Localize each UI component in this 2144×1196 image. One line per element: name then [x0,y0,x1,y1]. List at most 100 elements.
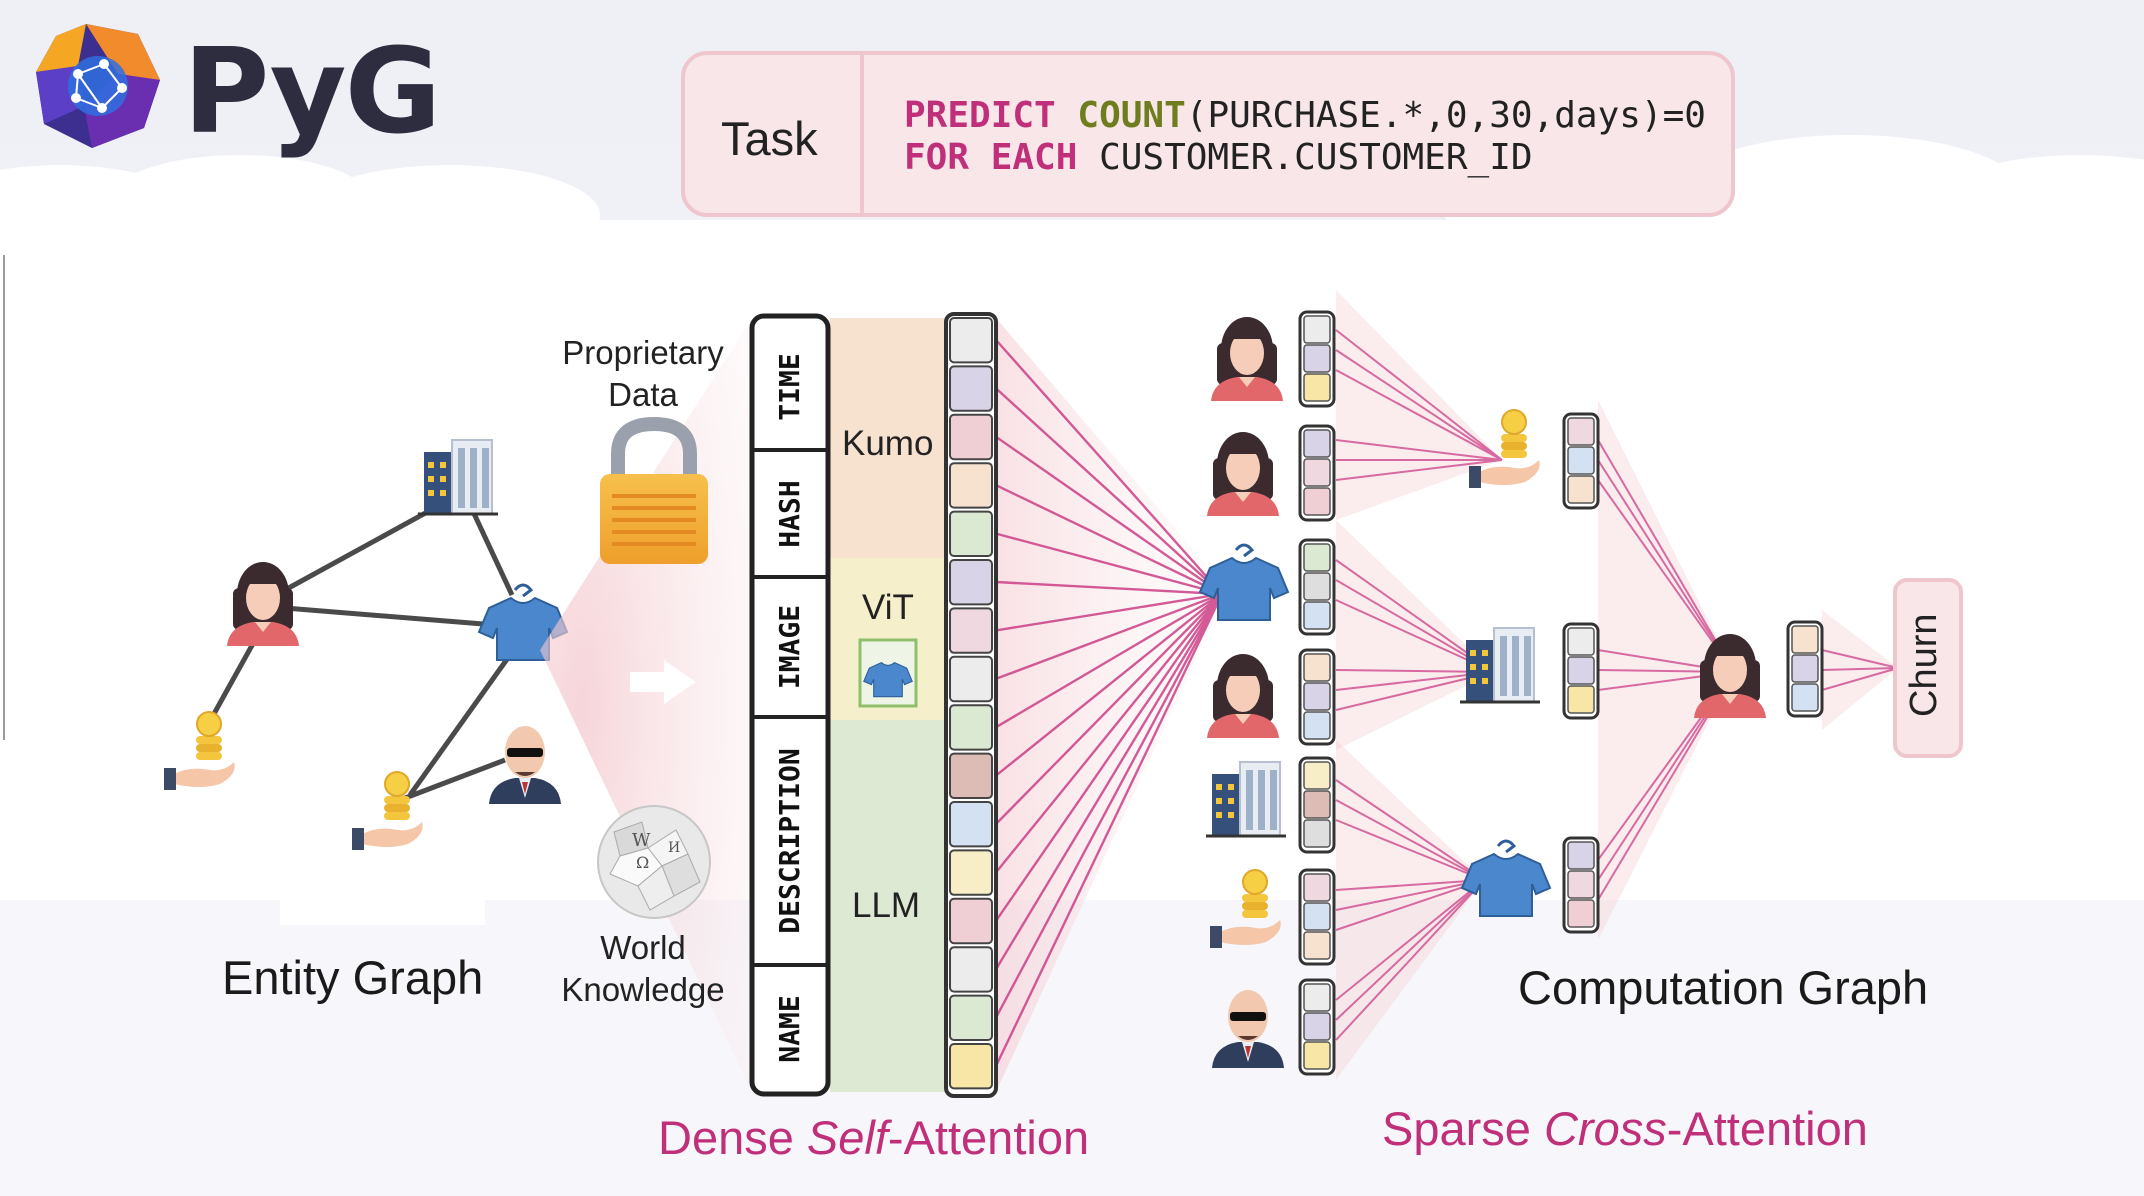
dense-attention-line [995,593,1223,825]
vector-cell [1303,344,1331,373]
vector-cell [1567,841,1595,870]
vector-cell [1567,899,1595,928]
churn-box [1893,578,1963,758]
vector-cell [1567,627,1595,656]
vector-cell [1791,683,1819,712]
proprietary-data-label: Proprietary Data [562,334,724,413]
dense-attention-line [995,435,1223,595]
node-embedding-vector [1562,836,1600,934]
node-embedding-vector [1298,538,1336,636]
svg-text:W: W [632,830,651,851]
vector-cell [1303,983,1331,1012]
vector-cell [1303,711,1331,740]
vector-cell [1567,685,1595,714]
vector-cell [1303,902,1331,931]
caption-italic: Self [806,1111,888,1164]
dense-attention-line [995,484,1223,596]
column-label-description: DESCRIPTION [773,748,806,934]
node-embedding-vector [1298,756,1336,854]
vector-cell [1303,458,1331,487]
embedding-cell [949,607,993,654]
keyword-count: COUNT [1077,95,1186,136]
caption-part: -Attention [1666,1102,1868,1155]
embedding-cell [949,849,993,896]
dense-attention-line [995,592,1223,632]
column-stack [749,313,831,1097]
encoder-label-kumo: Kumo [842,424,934,463]
vector-cell [1791,654,1819,683]
embedding-cell [949,462,993,509]
sparse-attention-line [1821,667,1899,671]
vector-cell [1791,625,1819,654]
vector-cell [1303,1041,1331,1070]
vector-cell [1303,601,1331,630]
churn-label: Churn [1903,613,1945,718]
dense-attention-line [995,339,1223,595]
sparse-attention-line [1597,479,1735,673]
node-embedding-vector [1786,620,1824,718]
vector-cell [1567,870,1595,899]
sparse-attention-line [1335,439,1503,461]
vector-cell [1303,429,1331,458]
node-embedding-vector [1298,978,1336,1076]
sparse-attention-line [1335,819,1485,881]
node-embedding-vector [1562,622,1600,720]
dense-attention-line [995,387,1223,595]
encoder-label-vit: ViT [862,588,914,627]
dense-attention-line [995,592,1223,680]
sparse-attention-line [1335,329,1503,461]
attention-fan [1336,740,1484,1080]
task-box: Task PREDICT COUNT(PURCHASE.*,0,30,days)… [681,51,1735,217]
task-query-line-2: FOR EACH CUSTOMER.CUSTOMER_ID [904,137,1533,178]
caption-backdrop [280,875,485,925]
task-divider [860,55,864,213]
embedding-cell [949,994,993,1041]
sparse-attention-line [1335,879,1485,911]
vector-cell [1303,653,1331,682]
computation-graph-caption: Computation Graph [1518,961,1929,1014]
sparse-attention-line [1335,459,1503,481]
task-query-line-1: PREDICT COUNT(PURCHASE.*,0,30,days)=0 [904,95,1706,136]
caption-italic: Cross [1543,1102,1667,1155]
vector-cell [1567,446,1595,475]
caption-part: Dense [658,1111,807,1164]
vit-image-icon [858,638,918,708]
dense-attention-line [995,593,1223,777]
embedding-cell [949,1043,993,1090]
dense-attention-line [995,593,1223,874]
sparse-attention-line [1335,879,1485,931]
embedding-cell [949,559,993,606]
node-embedding-vector [1562,412,1600,510]
sparse-cross-attention-caption: Sparse Cross-Attention [1382,1101,1868,1156]
node-embedding-vector [1298,424,1336,522]
vector-cell [1303,373,1331,402]
caption-part: -Attention [887,1111,1090,1164]
query-entity: CUSTOMER.CUSTOMER_ID [1077,137,1533,178]
keyword-for-each: FOR EACH [904,137,1078,178]
sparse-attention-line [1335,349,1503,461]
dense-self-attention-caption: Dense Self-Attention [658,1110,1089,1165]
vector-cell [1303,873,1331,902]
caption-part: Sparse [1382,1102,1544,1155]
column-label-name: NAME [773,995,806,1063]
dense-attention-line [995,592,1223,729]
sparse-attention-line [1335,879,1485,891]
node-embedding-vector [1298,310,1336,408]
embedding-cell [949,655,993,703]
embedding-cell [949,317,993,364]
vector-cell [1567,417,1595,446]
sparse-attention-line [1335,879,1485,1021]
lock-icon [600,416,708,564]
sparse-attention-line [1821,649,1899,669]
embedding-cell [949,801,993,848]
sparse-attention-line [1335,879,1485,1041]
sparse-attention-line [1335,879,1485,1001]
vector-cell [1303,761,1331,790]
vector-cell [1567,656,1595,685]
entity-graph-caption: Entity Graph [222,951,484,1004]
pyg-logo-text: PyG [183,22,441,160]
embedding-cell [949,365,993,412]
vector-cell [1303,572,1331,601]
sparse-attention-line [1335,779,1485,881]
embedding-cell [949,752,993,799]
